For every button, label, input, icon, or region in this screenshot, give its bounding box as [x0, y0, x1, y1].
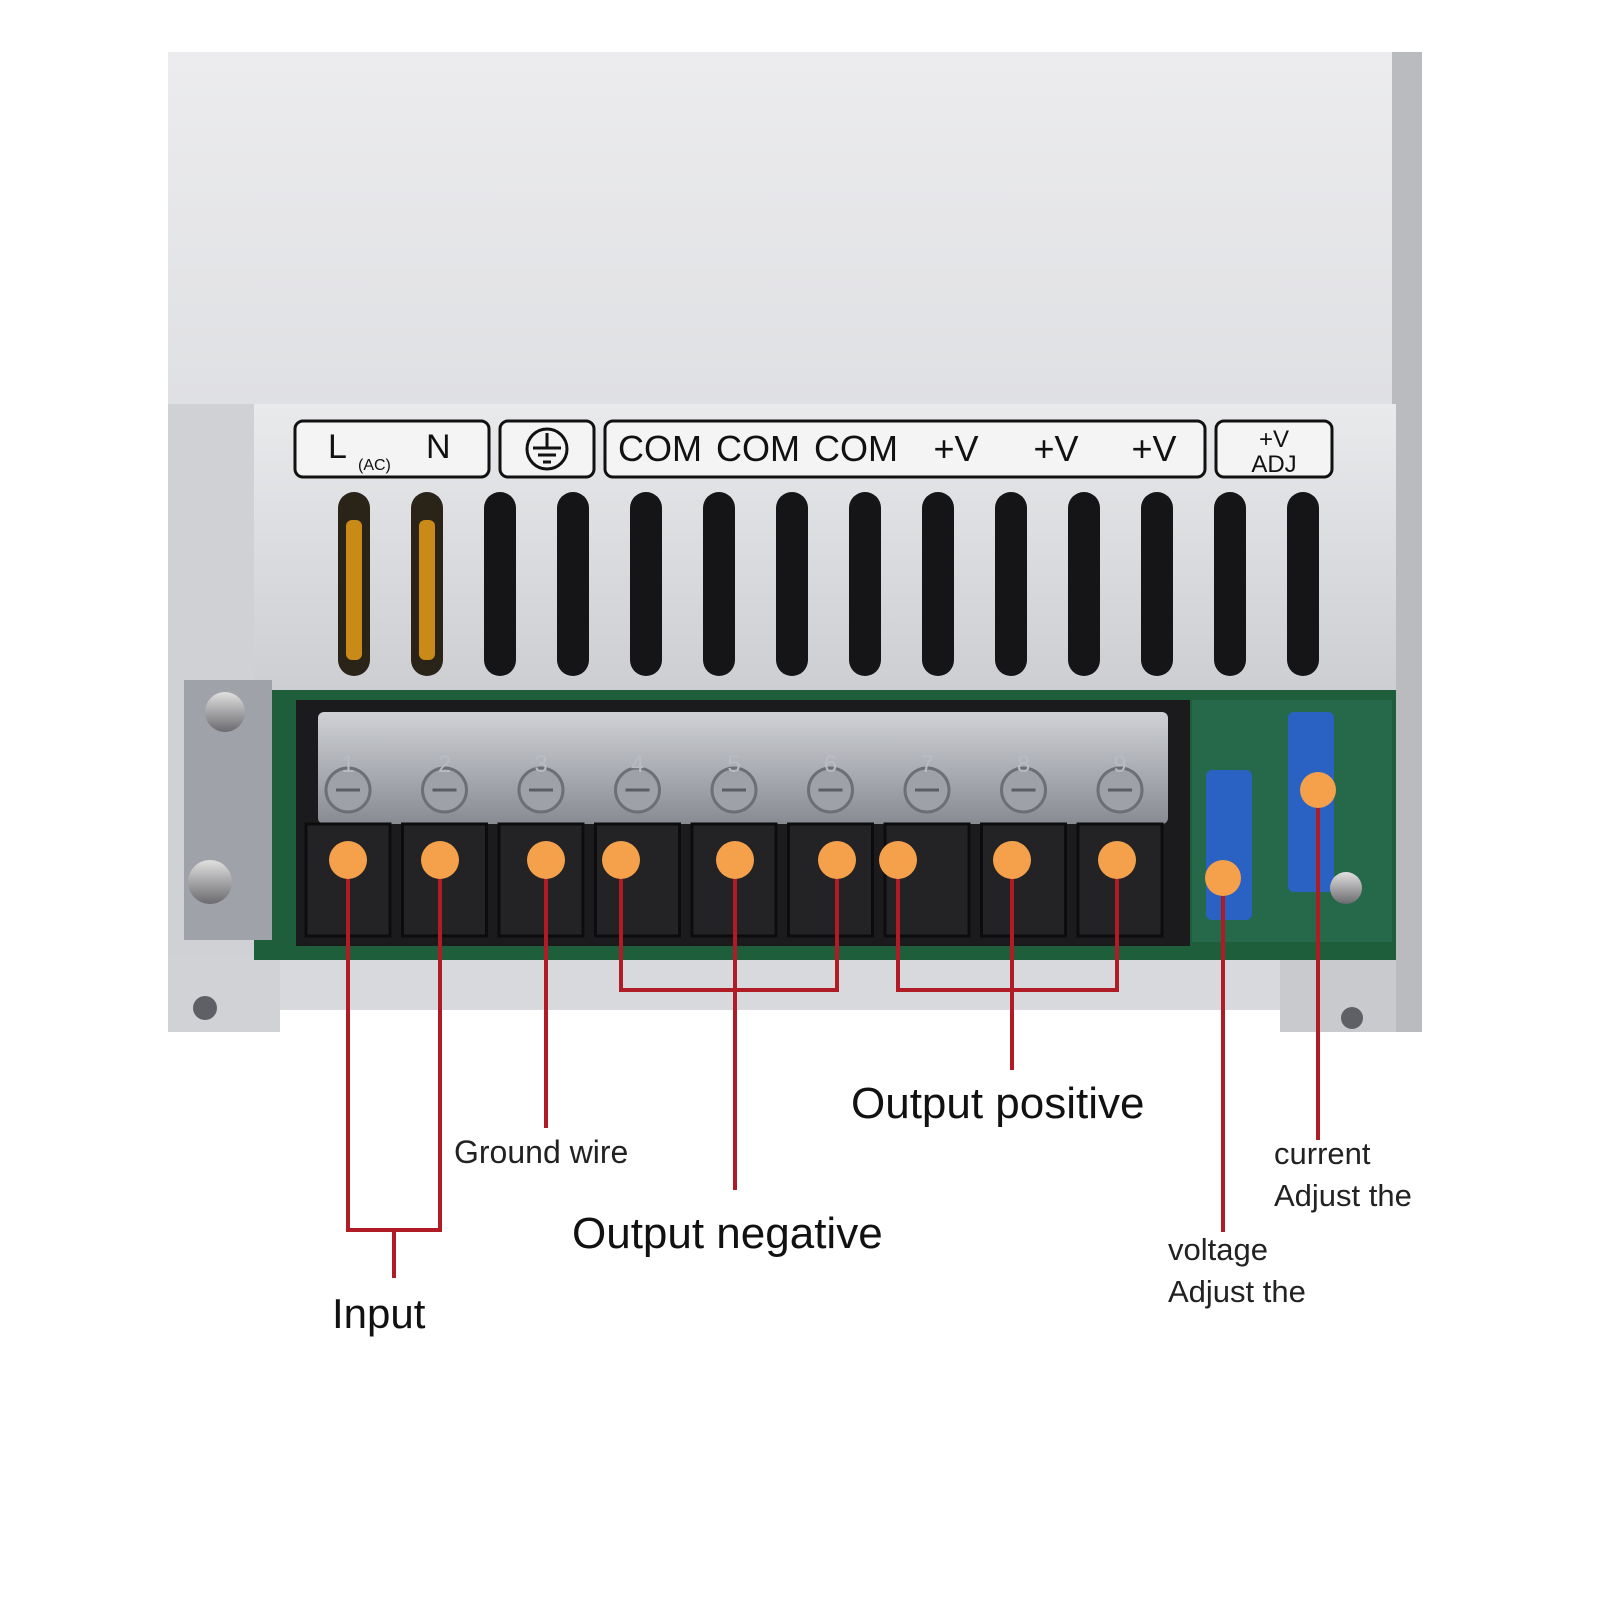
leader-positive-bracket	[896, 860, 1119, 992]
output-negative-label: Output negative	[572, 1209, 883, 1258]
leader-negative-bracket	[619, 860, 839, 992]
terminal-number: 8	[1017, 751, 1030, 778]
output-positive-label: Output positive	[851, 1079, 1145, 1128]
terminal-slot	[594, 822, 681, 938]
vent-slots	[338, 492, 1319, 676]
vent-slot	[849, 492, 881, 676]
terminal-marker	[993, 841, 1031, 879]
output-label-com-1: COM	[618, 428, 702, 469]
leader-lines	[346, 790, 1320, 1278]
input-label-l: L	[328, 428, 347, 466]
terminal-number: 4	[631, 751, 644, 778]
terminal-number: 6	[824, 751, 837, 778]
input-label: Input	[332, 1290, 426, 1337]
voltage-adjust-label-1: voltage	[1168, 1232, 1268, 1267]
voltage-adjust-label-2: Adjust the	[1168, 1274, 1306, 1309]
vent-slot	[776, 492, 808, 676]
casing-top	[168, 52, 1398, 404]
ground-wire-label: Ground wire	[454, 1134, 628, 1170]
current-adjust-label-2: Adjust the	[1274, 1178, 1412, 1213]
adj-label-box	[1214, 419, 1334, 479]
output-label-com-3: COM	[814, 428, 898, 469]
vent-slot	[922, 492, 954, 676]
current-adjust-marker	[1300, 772, 1336, 808]
terminal-marker	[1098, 841, 1136, 879]
terminal-slot	[980, 822, 1067, 938]
terminal-number: 1	[341, 751, 354, 778]
terminal-slot	[497, 822, 585, 938]
input-label-ac: (AC)	[358, 457, 391, 474]
voltage-pot	[1206, 770, 1252, 920]
voltage-adjust-marker	[1205, 860, 1241, 896]
terminal-marker	[879, 841, 917, 879]
vent-slot	[703, 492, 735, 676]
terminal-marker	[421, 841, 459, 879]
input-label-n: N	[426, 428, 451, 466]
input-label-box	[293, 419, 491, 479]
casing-right-edge	[1392, 52, 1422, 1032]
output-label-v-3: +V	[1131, 428, 1176, 469]
vent-slot	[484, 492, 516, 676]
terminal-number: 3	[534, 751, 547, 778]
terminal-number: 7	[920, 751, 933, 778]
terminal-marker	[602, 841, 640, 879]
terminal-marker	[329, 841, 367, 879]
output-label-box	[603, 419, 1207, 479]
output-label-v-2: +V	[1033, 428, 1078, 469]
casing-left-foot	[168, 955, 280, 1032]
terminal-number: 9	[1113, 751, 1126, 778]
terminal-slot	[787, 822, 874, 938]
vent-slot	[557, 492, 589, 676]
output-label-com-2: COM	[716, 428, 800, 469]
terminal-marker	[527, 841, 565, 879]
terminal-marker	[818, 841, 856, 879]
terminal-marker	[716, 841, 754, 879]
annotations: Ground wire Output positive Output negat…	[332, 1079, 1412, 1337]
output-label-v-1: +V	[933, 428, 978, 469]
vent-slot	[1214, 492, 1246, 676]
vent-slot	[630, 492, 662, 676]
panel-label-strip: L (AC) N COM COM COM +V +V +V +V ADJ	[293, 419, 1334, 479]
adj-label-top: +V	[1259, 426, 1289, 453]
vent-slot	[1141, 492, 1173, 676]
ground-symbol-icon	[525, 427, 569, 471]
mount-hole-left	[193, 996, 217, 1020]
vent-slot-capacitor	[419, 520, 435, 660]
left-screw-bottom	[188, 860, 232, 904]
terminal-slot	[401, 822, 488, 938]
adj-label-bottom: ADJ	[1251, 451, 1296, 478]
left-screw-top	[205, 692, 245, 732]
vent-slot	[995, 492, 1027, 676]
terminal-markers	[329, 841, 1136, 879]
right-screw	[1330, 872, 1362, 904]
mount-hole-right	[1341, 1007, 1363, 1029]
vent-slot	[1287, 492, 1319, 676]
terminal-number: 5	[727, 751, 740, 778]
vent-slot	[1068, 492, 1100, 676]
current-adjust-label-1: current	[1274, 1136, 1371, 1171]
casing-right-foot	[1280, 955, 1396, 1032]
terminal-slot	[1076, 822, 1164, 938]
terminal-number: 2	[438, 751, 451, 778]
casing-bottom-lip	[280, 955, 1280, 1010]
vent-slot-capacitor	[346, 520, 362, 660]
